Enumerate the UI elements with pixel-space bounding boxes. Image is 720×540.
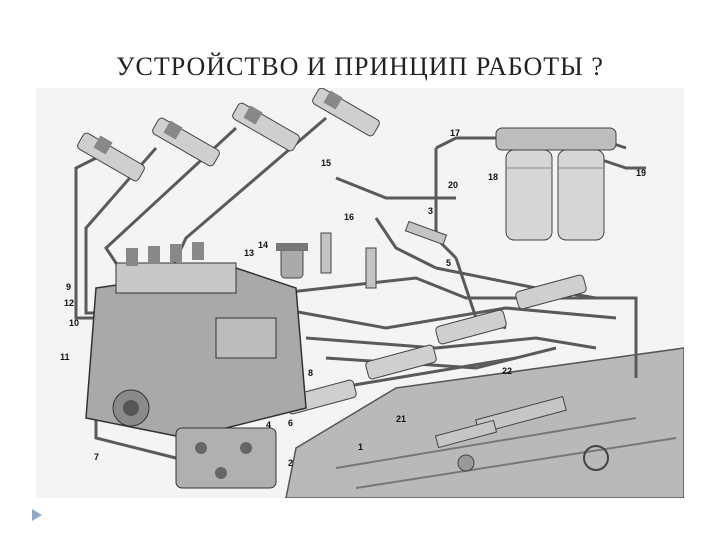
callout-3: 3 xyxy=(428,206,433,216)
callout-19: 19 xyxy=(636,168,646,178)
callout-22: 22 xyxy=(502,366,512,376)
injector-top-4 xyxy=(312,88,380,137)
callout-16: 16 xyxy=(344,212,354,222)
callout-7: 7 xyxy=(94,452,99,462)
callout-12: 12 xyxy=(64,298,74,308)
callout-8: 8 xyxy=(308,368,313,378)
return-manifold xyxy=(434,395,567,449)
fuel-filter-assembly xyxy=(495,127,617,241)
triangle-right-icon[interactable] xyxy=(30,508,44,522)
callout-labels: 1 2 3 4 5 6 7 8 9 10 11 12 13 14 15 16 1… xyxy=(60,128,646,468)
callout-6: 6 xyxy=(288,418,293,428)
fuel-system-diagram: 1 2 3 4 5 6 7 8 9 10 11 12 13 14 15 16 1… xyxy=(36,88,684,498)
callout-11: 11 xyxy=(60,352,70,362)
callout-9: 9 xyxy=(66,282,71,292)
primer-pump xyxy=(276,243,308,279)
callout-17: 17 xyxy=(450,128,460,138)
tee-fitting xyxy=(404,220,448,246)
injection-pump xyxy=(85,242,307,439)
callout-4: 4 xyxy=(266,420,271,430)
booster-pump xyxy=(175,427,277,489)
injector-top-3 xyxy=(232,102,300,152)
callout-1: 1 xyxy=(358,442,363,452)
check-valves xyxy=(320,232,377,289)
injector-right-1 xyxy=(515,274,587,310)
injector-right-2 xyxy=(435,309,507,345)
callout-21: 21 xyxy=(396,414,406,424)
slide-title: УСТРОЙСТВО И ПРИНЦИП РАБОТЫ ? xyxy=(116,52,604,81)
callout-13: 13 xyxy=(244,248,254,258)
callout-2: 2 xyxy=(288,458,293,468)
callout-18: 18 xyxy=(488,172,498,182)
injector-right-3 xyxy=(365,344,437,380)
callout-15: 15 xyxy=(321,158,331,168)
callout-10: 10 xyxy=(69,318,79,328)
callout-5: 5 xyxy=(446,258,451,268)
callout-14: 14 xyxy=(258,240,268,250)
injector-top-2 xyxy=(152,117,220,167)
injector-top-1 xyxy=(77,132,145,182)
callout-20: 20 xyxy=(448,180,458,190)
